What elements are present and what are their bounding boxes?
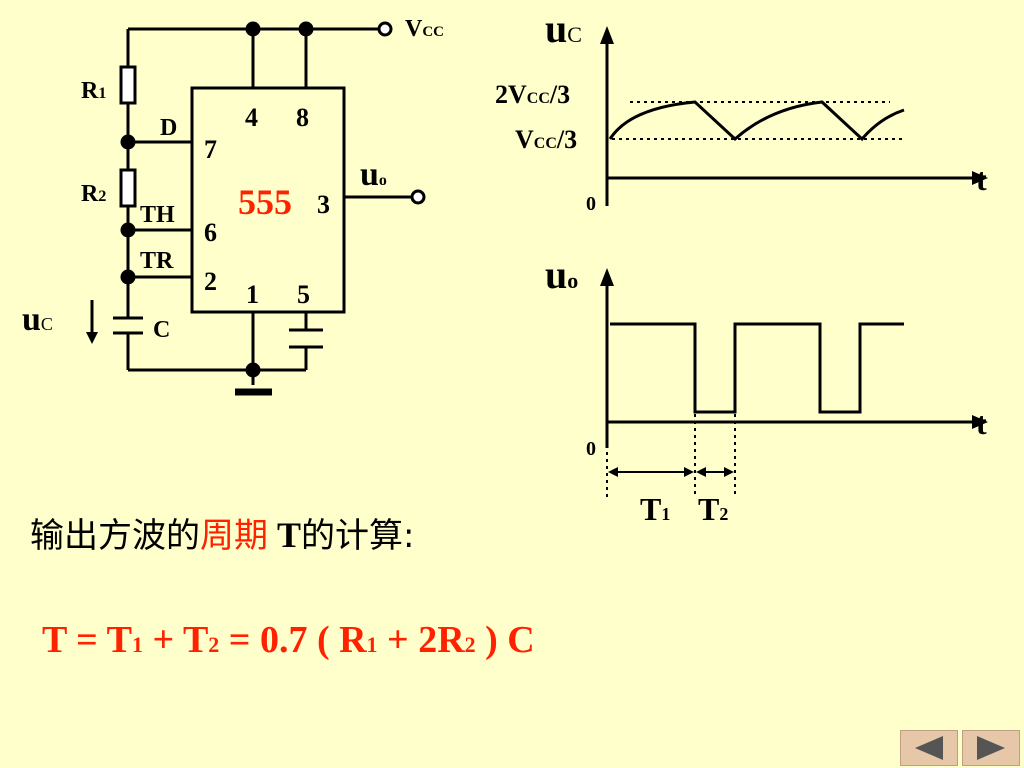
th-label: TH bbox=[140, 202, 175, 228]
arrow-left-icon bbox=[696, 467, 706, 477]
circuit bbox=[86, 21, 426, 396]
pin-1: 1 bbox=[246, 280, 259, 309]
r1-label: R1 bbox=[81, 78, 106, 104]
graph-uo-y-label: uo bbox=[545, 252, 578, 297]
uo-label: uo bbox=[360, 156, 387, 193]
t1-label: T1 bbox=[640, 491, 670, 527]
t2-label: T2 bbox=[698, 491, 728, 527]
capacitor-voltage-curve bbox=[608, 100, 905, 142]
pin-4: 4 bbox=[245, 103, 258, 132]
prev-button[interactable] bbox=[900, 730, 958, 766]
resistor-r2 bbox=[119, 168, 137, 208]
arrow-down-icon bbox=[86, 332, 98, 344]
arrow-right-icon bbox=[684, 467, 694, 477]
r2-label: R2 bbox=[81, 181, 106, 207]
chip-555 bbox=[190, 86, 346, 314]
vcc-terminal bbox=[377, 21, 393, 37]
chip-label: 555 bbox=[238, 182, 292, 222]
x-axis-arrow-icon bbox=[972, 171, 988, 185]
pin-7: 7 bbox=[204, 135, 217, 164]
output-square-wave bbox=[610, 322, 904, 414]
graph-uc-y-label: uC bbox=[545, 6, 582, 51]
uc-label: uC bbox=[22, 301, 53, 338]
vcc-label: VCC bbox=[405, 16, 444, 42]
d-label: D bbox=[160, 115, 177, 141]
low-threshold-label: VCC/3 bbox=[515, 125, 577, 154]
pin-6: 6 bbox=[204, 218, 217, 247]
pin-5: 5 bbox=[297, 280, 310, 309]
arrow-right-icon bbox=[724, 467, 734, 477]
period-formula: T = T1 + T2 = 0.7 ( R1 + 2R2 ) C bbox=[42, 619, 535, 661]
resistor-r1 bbox=[119, 65, 137, 105]
x-axis-arrow-icon bbox=[972, 415, 988, 429]
next-icon bbox=[977, 736, 1005, 760]
graph-uc-x-label: t bbox=[976, 161, 987, 197]
period-calc-heading: 输出方波的周期 T的计算: bbox=[30, 515, 415, 556]
y-axis-arrow-icon bbox=[600, 268, 614, 286]
pin-8: 8 bbox=[296, 103, 309, 132]
graph-uc bbox=[600, 26, 988, 206]
pin-3: 3 bbox=[317, 190, 330, 219]
graph-uo-origin: 0 bbox=[586, 438, 596, 460]
arrow-left-icon bbox=[608, 467, 618, 477]
tr-label: TR bbox=[140, 248, 174, 274]
graph-uc-origin: 0 bbox=[586, 193, 596, 215]
y-axis-arrow-icon bbox=[600, 26, 614, 44]
pin-2: 2 bbox=[204, 267, 217, 296]
next-button[interactable] bbox=[962, 730, 1020, 766]
high-threshold-label: 2VCC/3 bbox=[495, 80, 570, 109]
c-label: C bbox=[153, 317, 170, 343]
graph-uo bbox=[600, 268, 988, 498]
previous-icon bbox=[915, 736, 943, 760]
graph-uo-x-label: t bbox=[976, 405, 987, 441]
output-terminal bbox=[410, 189, 426, 205]
